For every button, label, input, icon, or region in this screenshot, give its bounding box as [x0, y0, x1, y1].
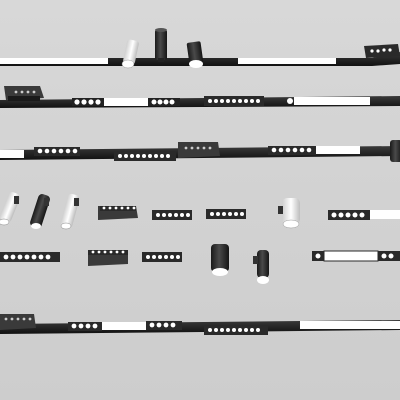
track-row-3 — [0, 140, 400, 162]
white-spot-angled-2 — [60, 193, 80, 230]
box-light-row4 — [0, 314, 36, 330]
white-cylinder-spotlight — [121, 39, 139, 69]
dot-linear-white-right — [312, 250, 400, 262]
box-light-left — [4, 86, 44, 101]
black-cylinder-spotlight — [155, 28, 167, 62]
grille-light-right — [364, 44, 400, 58]
black-spot-upright — [211, 244, 229, 276]
grille-bar-light — [204, 96, 264, 106]
track-row-2 — [0, 86, 400, 108]
grille-row3 — [114, 151, 176, 161]
grille-loose-3 — [142, 252, 182, 262]
loose-fixtures-row-1 — [0, 192, 400, 230]
black-spot-white-lens-loose — [253, 250, 269, 284]
box-light-loose-2 — [88, 250, 128, 266]
grille-loose-2 — [206, 209, 246, 219]
white-spot-upright — [278, 198, 300, 229]
grille-row4 — [204, 326, 268, 335]
black-spotlight-white-lens — [186, 41, 204, 68]
box-light-row3 — [178, 142, 220, 158]
dot-linear-light-2 — [148, 98, 180, 106]
white-spot-angled-1 — [0, 192, 20, 226]
loose-fixtures-row-2 — [0, 244, 400, 284]
track-row-4 — [0, 314, 400, 335]
end-spot-row3 — [390, 140, 400, 162]
grille-loose-1 — [152, 210, 192, 220]
track-row-1 — [0, 28, 400, 69]
black-spot-angled — [30, 194, 50, 229]
dot-linear-row4 — [68, 322, 102, 331]
box-light-loose-1 — [98, 206, 138, 220]
dot-linear-row3-right — [268, 146, 316, 155]
dot-linear-loose-right — [328, 210, 370, 220]
dot-linear-row3 — [34, 147, 80, 156]
dot-linear-row4-2 — [146, 321, 182, 330]
dot-linear-light — [72, 98, 104, 106]
dot-linear-loose-left — [0, 252, 60, 262]
